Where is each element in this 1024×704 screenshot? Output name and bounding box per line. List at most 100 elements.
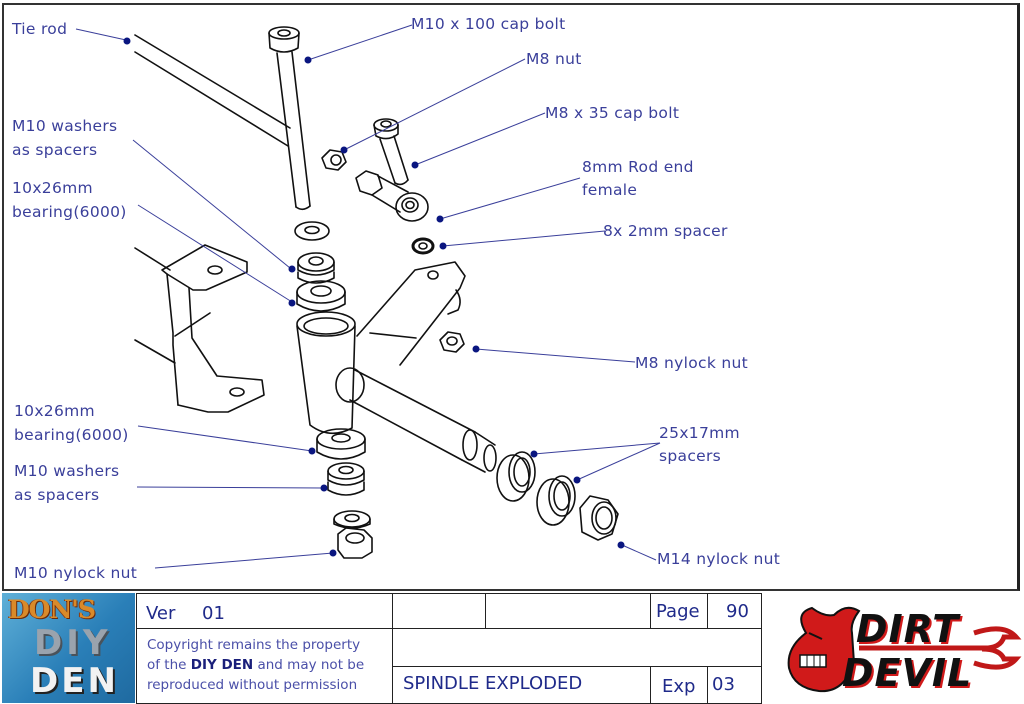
label-washers-top-line1: M10 washers: [12, 117, 118, 135]
leader-dot: [617, 541, 625, 549]
label-rod-end-line1: 8mm Rod end: [582, 158, 694, 176]
logo-den-text: DEN: [30, 661, 119, 701]
leader-dot: [573, 476, 581, 484]
leader-dot: [329, 549, 337, 557]
steering-arm-part: [356, 261, 466, 366]
leader-spacers-25x17-a: [533, 442, 661, 455]
label-washers-top-line2: as spacers: [12, 141, 98, 159]
leader-spacer-8x2: [442, 230, 606, 247]
dirt-devil-logo: DIRT DEVIL: [764, 593, 1024, 704]
frame-bracket-part: [134, 244, 265, 413]
exploded-diagram: [75, 24, 661, 569]
copyright-line2-post: and may not be: [253, 657, 365, 673]
m10-washers-top-stack: [297, 252, 335, 284]
copyright-line1: Copyright remains the property: [147, 637, 361, 653]
page-label-cell: [650, 593, 709, 630]
spacer-25x17-second-part: [536, 475, 576, 526]
copyright-diy-den: DIY DEN: [190, 657, 254, 673]
ver-label: Ver: [146, 603, 176, 624]
title-block: DON'S DIY DEN Ver 01 Copyright remains t…: [0, 592, 1024, 704]
label-m14-nylock: M14 nylock nut: [657, 550, 781, 568]
bearing-top-part: [296, 280, 346, 312]
blank-wide-cell: [392, 628, 762, 668]
leader-m14-nylock: [621, 544, 657, 561]
label-m8-cap-bolt: M8 x 35 cap bolt: [545, 104, 680, 122]
label-spacers-25x17-line2: spacers: [659, 447, 722, 465]
label-washers-bottom-line2: as spacers: [14, 486, 100, 504]
spindle-upright-part: [296, 311, 356, 435]
m10-cap-bolt-part: [268, 26, 311, 211]
exp-label: Exp: [662, 676, 696, 697]
label-m8-nut: M8 nut: [526, 50, 582, 68]
label-m10-cap-bolt: M10 x 100 cap bolt: [411, 15, 566, 33]
page-label: Page: [656, 601, 700, 622]
copyright-line3: reproduced without permission: [147, 677, 358, 693]
m10-washer-bottom-part: [333, 510, 371, 529]
dons-diy-den-logo: DON'S DIY DEN: [2, 593, 135, 703]
logo-dirt-text: DIRT: [856, 607, 960, 651]
ver-cell: [136, 593, 394, 630]
page-value-cell: [707, 593, 762, 630]
leader-dot: [472, 345, 480, 353]
m8-nylock-nut-part: [439, 331, 465, 353]
leader-tie-rod: [75, 28, 127, 41]
label-m10-nylock: M10 nylock nut: [14, 564, 138, 582]
stub-axle-part: [335, 367, 497, 473]
drawing-frame: [2, 3, 1020, 591]
label-m8-nylock: M8 nylock nut: [635, 354, 748, 372]
leader-dot: [439, 242, 447, 250]
label-bearing-bottom-line2: bearing(6000): [14, 426, 129, 444]
label-rod-end-line2: female: [582, 181, 638, 199]
label-bearing-top-line2: bearing(6000): [12, 203, 127, 221]
leader-washers-top: [132, 139, 291, 269]
m14-nylock-nut-part: [579, 495, 619, 541]
logo-dons-text: DON'S: [8, 595, 96, 624]
leader-m8-nut: [343, 58, 526, 151]
label-tie-rod: Tie rod: [12, 20, 68, 38]
drawing-title-cell: [392, 666, 652, 704]
leader-rod-end: [439, 177, 581, 220]
exp-label-cell: [650, 666, 709, 704]
leader-m10-cap-bolt: [307, 24, 413, 61]
m10-washer-top-part: [294, 221, 330, 241]
leader-dot: [288, 265, 296, 273]
label-bearing-top-line1: 10x26mm: [12, 179, 93, 197]
label-spacer-8x2: 8x 2mm spacer: [603, 222, 728, 240]
label-washers-bottom-line1: M10 washers: [14, 462, 120, 480]
page-value: 90: [726, 601, 749, 622]
leader-dot: [530, 450, 538, 458]
leader-bearing-top: [137, 204, 293, 303]
copyright-line2-pre: of the: [147, 657, 191, 673]
exp-value: 03: [712, 674, 735, 695]
devil-head-icon: [787, 606, 1022, 693]
m8-nut-part: [321, 149, 347, 171]
leader-dot: [411, 161, 419, 169]
copyright-line2: of the DIY DEN and may not be: [147, 655, 364, 675]
bearing-bottom-part: [316, 428, 366, 460]
leader-bearing-bottom: [137, 425, 313, 452]
leader-dot: [436, 215, 444, 223]
m10-washers-bottom-stack: [327, 462, 365, 496]
leader-dot: [123, 37, 131, 45]
spacer-8x2-part: [411, 237, 435, 255]
leader-m8-cap-bolt: [414, 112, 546, 166]
tie-rod-part: [134, 34, 291, 147]
drawing-title: SPINDLE EXPLODED: [403, 673, 583, 694]
leader-dot: [308, 447, 316, 455]
leader-dot: [304, 56, 312, 64]
blank-cell-2: [485, 593, 652, 630]
leader-dot: [320, 484, 328, 492]
leader-spacers-25x17-b: [576, 442, 661, 481]
label-spacers-25x17-line1: 25x17mm: [659, 424, 740, 442]
spacer-25x17-first-part: [496, 451, 536, 502]
label-bearing-bottom-line1: 10x26mm: [14, 402, 95, 420]
leader-washers-bottom: [136, 486, 324, 489]
logo-diy-text: DIY: [34, 623, 112, 663]
rod-end-part: [355, 170, 429, 222]
blank-cell-1: [392, 593, 487, 630]
m8-cap-bolt-part: [373, 118, 409, 186]
logo-devil-text: DEVIL: [842, 651, 973, 695]
leader-m10-nylock: [154, 552, 334, 569]
leader-dot: [288, 299, 296, 307]
leader-dot: [340, 146, 348, 154]
